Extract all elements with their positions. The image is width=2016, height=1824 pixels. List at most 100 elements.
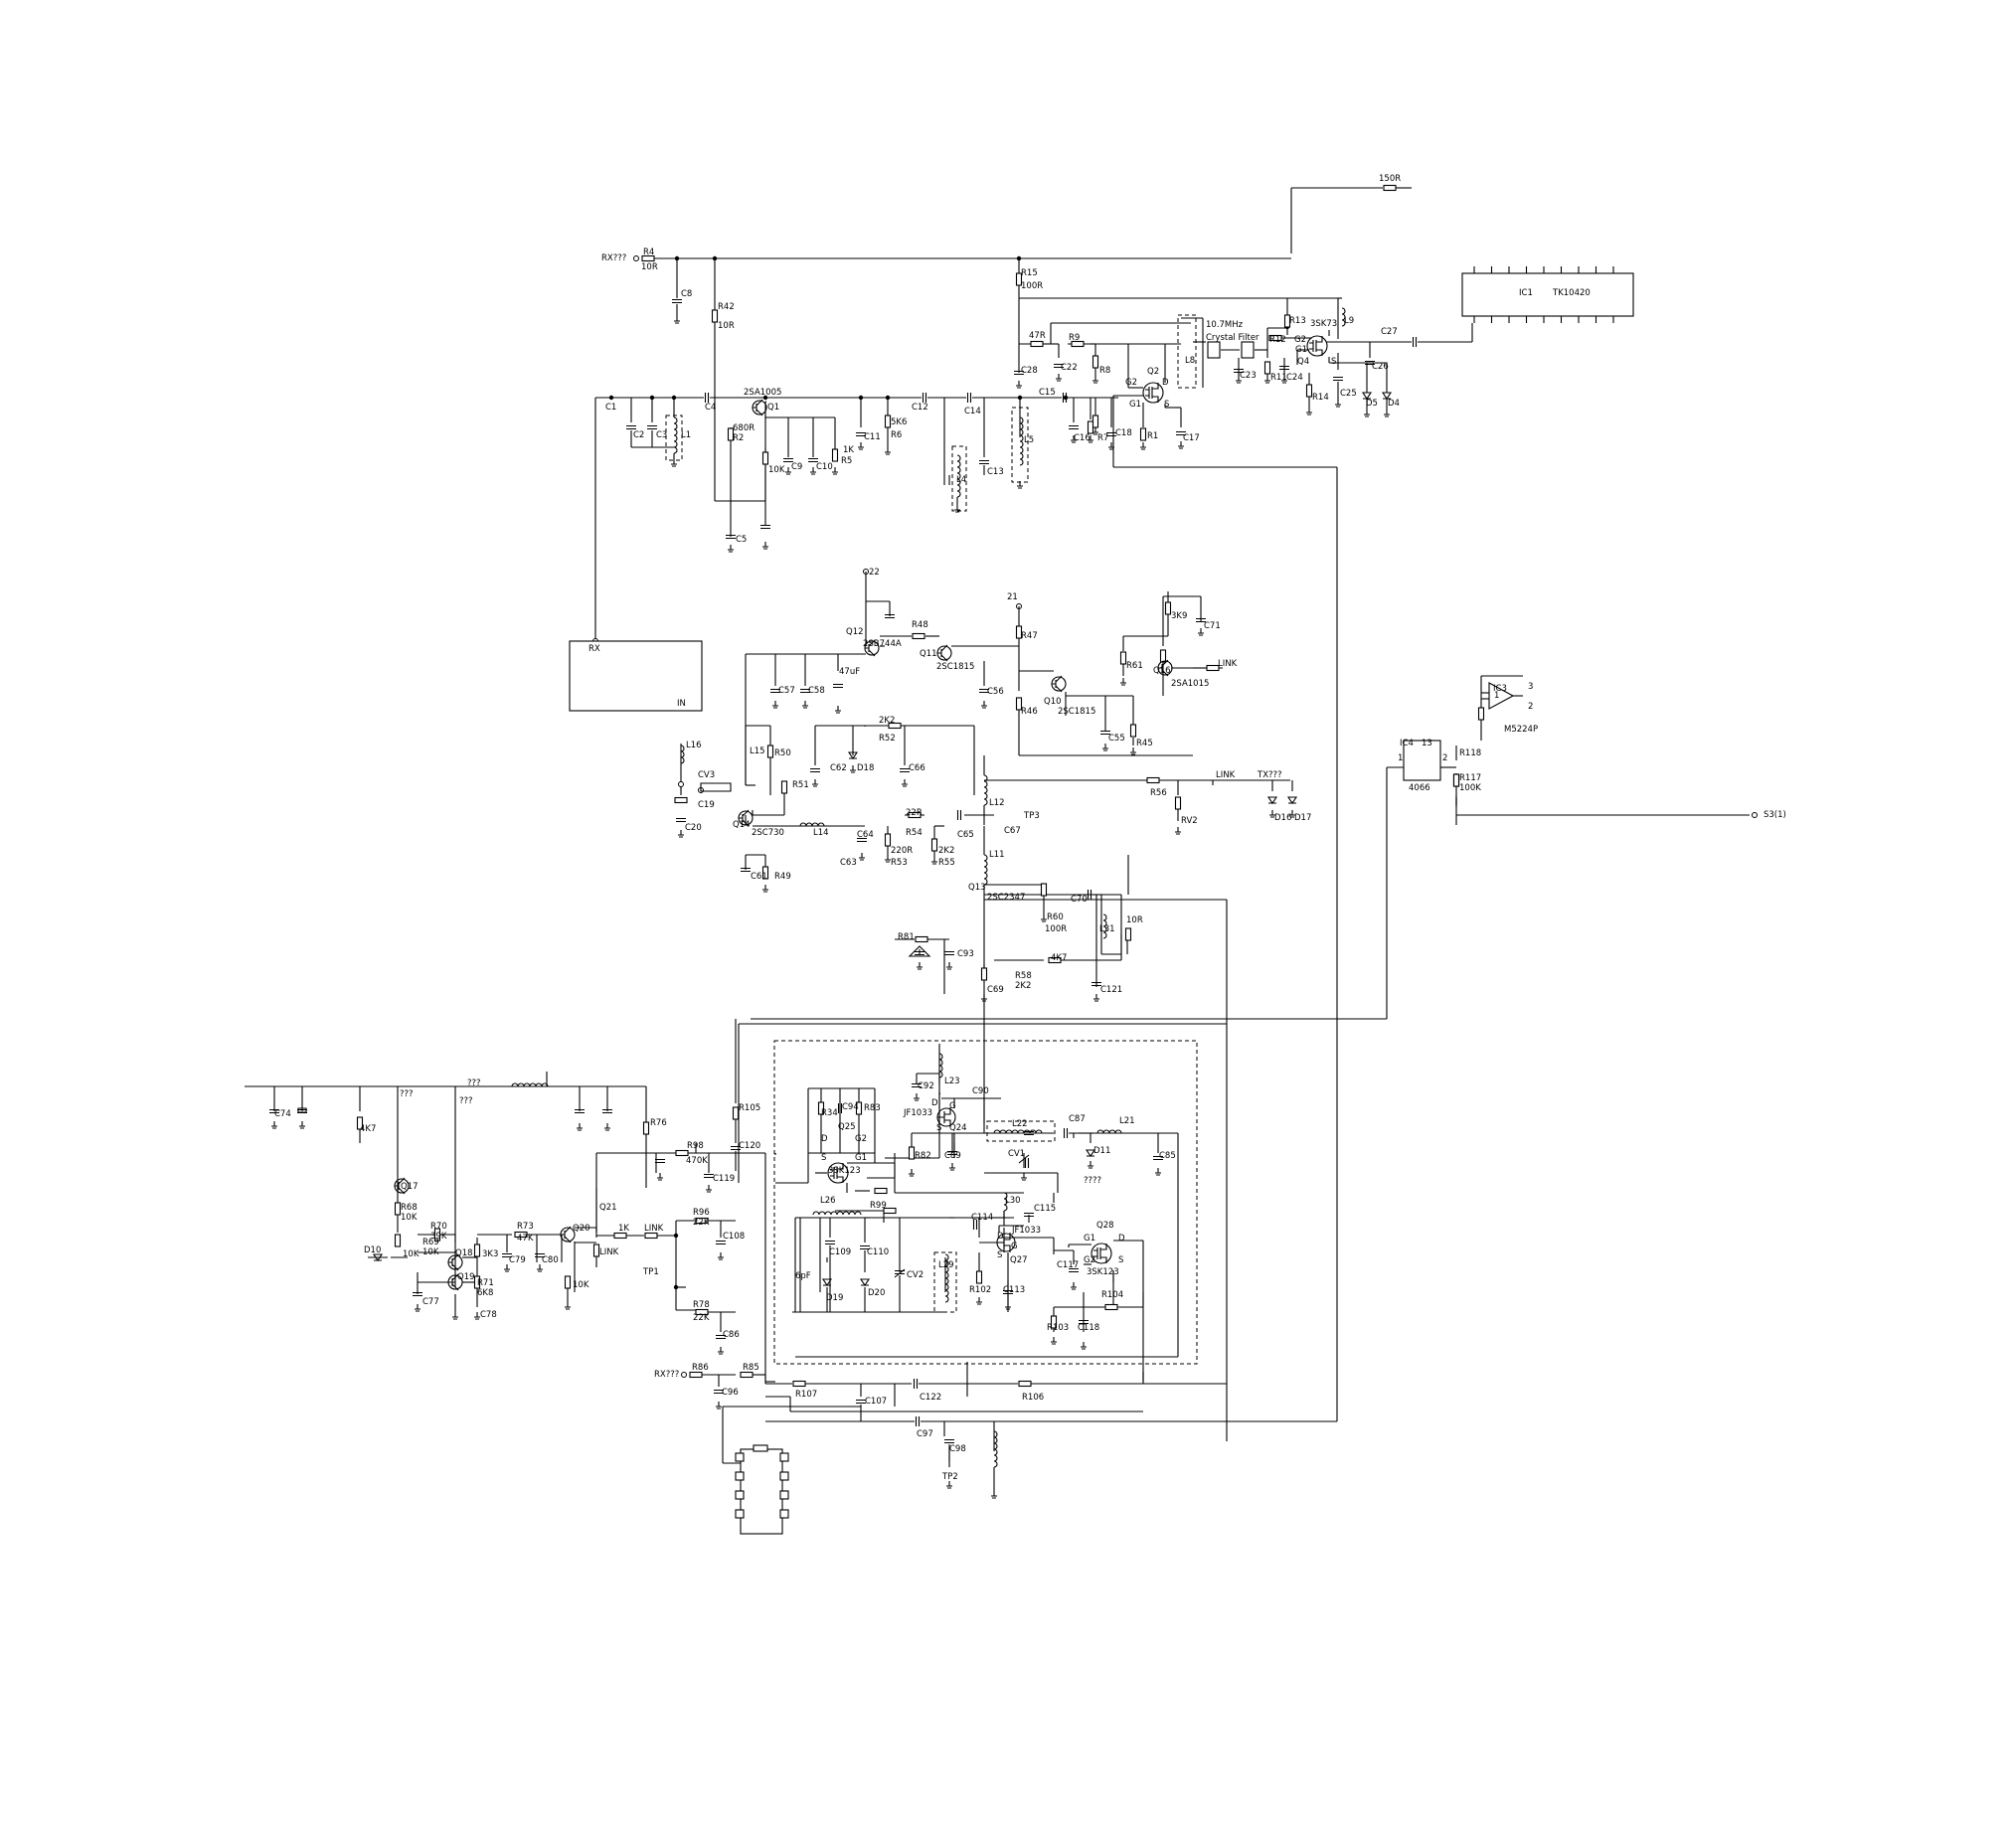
ground-symbol <box>718 1252 724 1260</box>
label-l8: L8 <box>1185 356 1195 366</box>
label-r99: R99 <box>870 1201 887 1211</box>
crystal <box>1241 341 1255 359</box>
ground-symbol <box>565 1302 571 1310</box>
label-r60: R60 <box>1047 912 1064 922</box>
ground-symbol <box>859 853 865 861</box>
transistor-symbol <box>1052 675 1063 693</box>
label-q28g2: G2 <box>1084 1255 1095 1265</box>
inductor <box>944 1253 949 1303</box>
label-q13t: 2SC2347 <box>987 893 1025 903</box>
ground-symbol <box>299 1121 305 1129</box>
label-c4: C4 <box>705 403 716 413</box>
label-r5k6: 5K6 <box>891 417 907 427</box>
capacitor <box>1024 1158 1030 1168</box>
capacitor <box>602 1108 612 1114</box>
label-r100k: 100K <box>1459 783 1481 793</box>
label-l22: L22 <box>1012 1119 1028 1129</box>
label-ic3t: M5224P <box>1504 725 1538 735</box>
ground-symbol <box>1056 374 1062 382</box>
label-r49: R49 <box>774 872 791 882</box>
label-ic3p2: 2 <box>1528 702 1533 712</box>
label-d10: D10 <box>364 1245 381 1255</box>
label-r81: R81 <box>898 932 915 942</box>
resistor <box>1263 361 1271 375</box>
label-l26: L26 <box>820 1196 836 1206</box>
resistor <box>695 1217 709 1225</box>
ground-symbol <box>991 1491 997 1499</box>
ground-symbol <box>1335 400 1341 408</box>
label-r11: R11 <box>1270 373 1287 383</box>
label-r104: R104 <box>1101 1290 1123 1300</box>
capacitor <box>810 767 820 773</box>
label-r105: R105 <box>739 1103 760 1113</box>
capacitor <box>716 1240 726 1245</box>
ground-symbol <box>1088 435 1093 443</box>
ic-pin <box>779 1471 789 1481</box>
diode <box>821 1278 833 1286</box>
resistor <box>1129 724 1137 738</box>
label-c114: C114 <box>971 1213 993 1223</box>
capacitor <box>704 1173 714 1179</box>
variable-capacitor <box>700 782 732 792</box>
resistor <box>1104 1303 1118 1311</box>
label-c94: C94 <box>842 1102 859 1112</box>
inductor <box>680 745 685 764</box>
resistor <box>975 1270 983 1284</box>
label-l1: L1 <box>681 430 691 440</box>
label-q27d: D <box>997 1232 1004 1242</box>
label-c77: C77 <box>422 1297 439 1307</box>
resistor <box>855 1101 863 1115</box>
ic-pin <box>735 1509 745 1519</box>
label-l31: L31 <box>1099 924 1115 934</box>
label-r70: R70 <box>430 1222 447 1232</box>
resistor <box>1071 340 1085 348</box>
label-l23: L23 <box>944 1077 960 1086</box>
ground-symbol <box>1016 381 1022 389</box>
resistor <box>831 448 839 462</box>
ground-symbol <box>976 1297 982 1305</box>
label-c22: C22 <box>1061 363 1078 373</box>
mosfet-symbol <box>1306 335 1328 357</box>
capacitor <box>1333 376 1343 382</box>
resistor <box>1048 956 1062 964</box>
label-c13: C13 <box>987 467 1004 477</box>
label-link1: LINK <box>1218 659 1238 669</box>
resistor <box>1139 427 1147 441</box>
ground-symbol <box>1155 1168 1161 1176</box>
resistor <box>356 1116 364 1130</box>
capacitor <box>915 950 924 956</box>
label-d5: D5 <box>1366 399 1378 409</box>
ground-symbol <box>1092 376 1098 384</box>
capacitor <box>944 1438 954 1444</box>
ground-symbol <box>762 542 768 550</box>
label-r10ka: 10K <box>401 1213 418 1223</box>
terminal <box>681 1372 687 1378</box>
label-r42: R42 <box>718 302 735 312</box>
capacitor <box>956 810 962 820</box>
capacitor <box>575 1108 585 1114</box>
label-r22kb: 22K <box>693 1313 710 1323</box>
ground-symbol <box>835 706 841 714</box>
ic-pin <box>735 1490 745 1500</box>
shield-box <box>1177 314 1197 389</box>
ground-symbol <box>954 505 960 513</box>
transistor-symbol <box>937 644 948 662</box>
label-ic4p2: 2 <box>1442 753 1447 763</box>
ground-symbol <box>858 442 864 450</box>
label-r53: R53 <box>891 858 908 868</box>
resistor <box>592 1244 600 1257</box>
label-c117: C117 <box>1057 1260 1079 1270</box>
resistor <box>1119 651 1127 665</box>
ground-symbol <box>1130 747 1136 755</box>
shield-box <box>665 415 683 461</box>
capacitor <box>972 1220 978 1230</box>
ground-symbol <box>885 855 891 863</box>
label-r46: R46 <box>1021 707 1038 717</box>
label-r12: R12 <box>1269 335 1286 345</box>
label-q4type: 3SK73 <box>1310 319 1337 329</box>
ground-symbol <box>772 701 778 709</box>
inductor <box>938 1053 943 1078</box>
label-q10: Q10 <box>1044 697 1062 707</box>
label-r1k: 1K <box>843 445 854 455</box>
